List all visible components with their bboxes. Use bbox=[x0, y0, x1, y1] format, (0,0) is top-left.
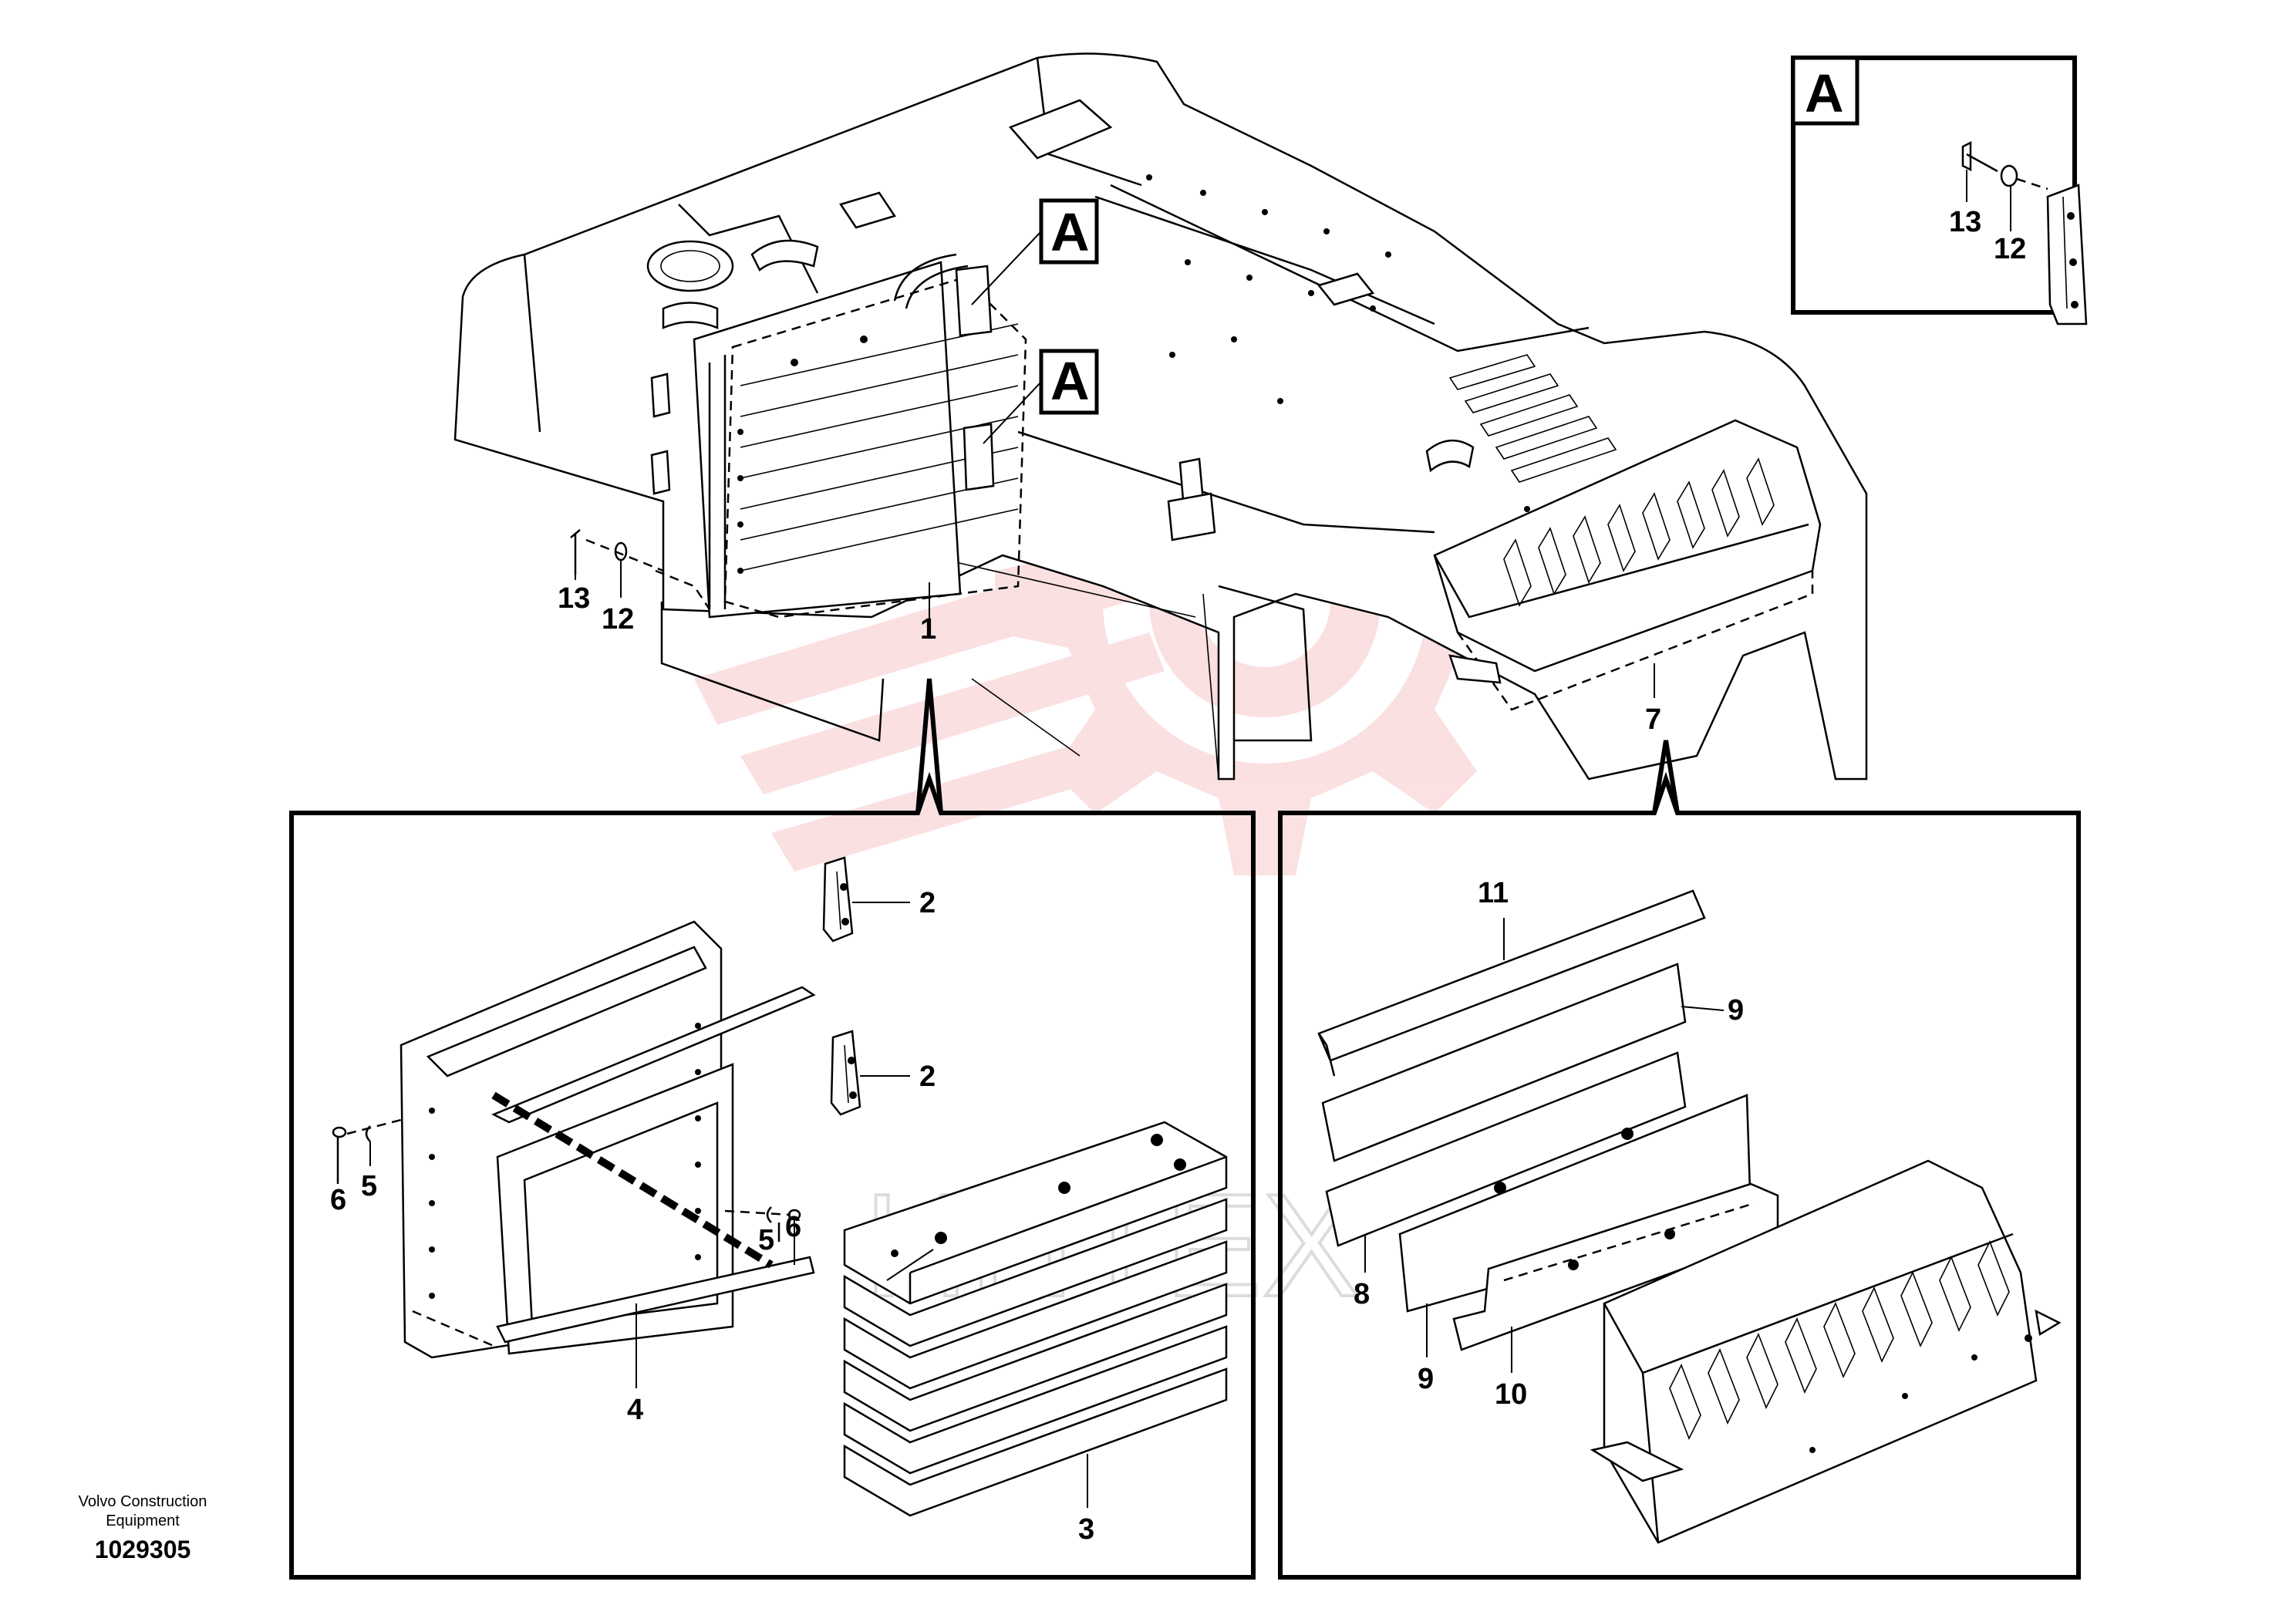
label-part-2-upper: 2 bbox=[919, 887, 936, 919]
label-part-6-right: 6 bbox=[785, 1211, 801, 1243]
label-part-3: 3 bbox=[1078, 1513, 1094, 1546]
label-part-9-lower: 9 bbox=[1418, 1363, 1434, 1395]
callout-box-a-lower bbox=[983, 349, 1099, 444]
grille-cover-top bbox=[1433, 419, 1822, 711]
washer-12-main bbox=[614, 541, 628, 598]
callout-a-detail: A bbox=[1805, 63, 1844, 123]
label-part-13-detail: 13 bbox=[1949, 206, 1981, 238]
label-part-12-detail: 12 bbox=[1994, 233, 2026, 265]
label-part-9-upper: 9 bbox=[1728, 994, 1744, 1027]
detail-box-a bbox=[1791, 56, 2088, 325]
drawing-number: 1029305 bbox=[95, 1536, 191, 1563]
callout-box-a-upper bbox=[971, 198, 1099, 305]
radiator-core bbox=[655, 253, 1027, 619]
label-part-11: 11 bbox=[1478, 877, 1509, 909]
label-part-5-left: 5 bbox=[361, 1170, 377, 1202]
radiator-shroud-edge bbox=[660, 602, 885, 742]
bolt-alignment-line bbox=[585, 538, 664, 572]
label-part-8: 8 bbox=[1354, 1278, 1370, 1310]
label-part-5-right: 5 bbox=[758, 1224, 774, 1256]
detail-box-cover bbox=[1278, 740, 2081, 1580]
bolt-13-main bbox=[570, 529, 581, 580]
label-part-13-main: 13 bbox=[558, 582, 590, 615]
label-part-4: 4 bbox=[627, 1394, 643, 1426]
label-part-6-left: 6 bbox=[330, 1184, 346, 1216]
label-part-2-lower: 2 bbox=[919, 1061, 936, 1093]
label-part-10: 10 bbox=[1495, 1378, 1527, 1411]
label-part-1: 1 bbox=[920, 613, 936, 646]
callout-a-upper: A bbox=[1050, 202, 1090, 262]
maker-name-line1: Volvo Construction bbox=[79, 1493, 207, 1510]
callout-a-lower: A bbox=[1050, 351, 1090, 411]
detail-box-radiator bbox=[289, 678, 1256, 1580]
label-part-7: 7 bbox=[1645, 703, 1661, 736]
label-part-12-main: 12 bbox=[602, 603, 634, 636]
maker-name-line2: Equipment bbox=[106, 1512, 180, 1529]
